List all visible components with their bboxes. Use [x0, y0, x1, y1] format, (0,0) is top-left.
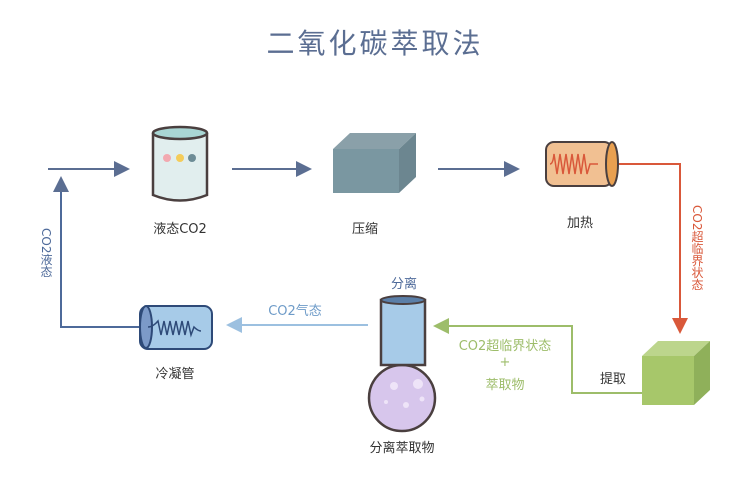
arrow-heat-to-extract — [610, 163, 688, 334]
compress-box — [333, 133, 416, 193]
label-extract: 提取 — [599, 372, 626, 387]
separator-flask — [367, 295, 437, 433]
liquid-co2-tank — [151, 125, 209, 202]
condenser-coil — [139, 305, 213, 350]
label-extract-product: 萃取物 — [485, 378, 525, 393]
label-plus: + — [499, 355, 511, 370]
label-supercritical-horizontal: CO2超临界状态 — [458, 339, 552, 354]
label-liquid-co2: 液态CO2 — [153, 222, 207, 237]
label-separate: 分离 — [390, 277, 417, 292]
extract-cube — [642, 341, 710, 405]
heater-coil — [545, 141, 619, 187]
label-gas: CO2气态 — [268, 304, 322, 319]
label-condenser: 冷凝管 — [155, 367, 195, 382]
diagram-title: 二氧化碳萃取法 — [266, 27, 484, 60]
label-liquid-vertical: CO2液态 — [39, 228, 53, 278]
label-separate-product: 分离萃取物 — [369, 441, 435, 456]
label-compress: 压缩 — [351, 222, 378, 237]
arrow-extract-to-separate — [433, 318, 642, 394]
arrow-condenser-to-liquid — [53, 176, 148, 328]
label-heat: 加热 — [566, 216, 593, 231]
label-supercritical-vertical: CO2超临界状态 — [690, 205, 704, 291]
